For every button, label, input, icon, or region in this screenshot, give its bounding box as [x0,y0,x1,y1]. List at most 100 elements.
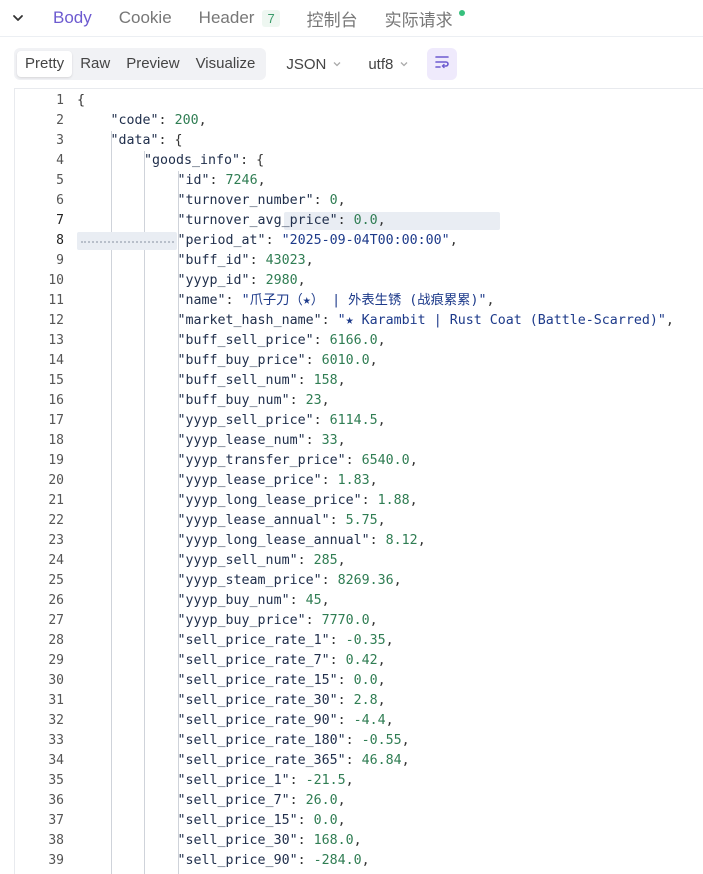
json-punct-token: : [329,653,346,668]
json-num-token: 8.12 [385,533,418,548]
json-num-token: -4.4 [353,713,386,728]
json-punct-token: , [369,353,378,368]
json-punct-token: : { [158,133,183,148]
json-key-token: "turnover_number" [177,193,314,208]
line-number: 15 [48,373,64,388]
json-punct-token: : [345,753,362,768]
json-punct-token: : [297,813,314,828]
line-number: 3 [56,133,64,148]
json-num-token: -0.55 [361,733,402,748]
json-key-token: "buff_buy_price" [177,353,306,368]
response-tab-bar: Body Cookie Header 7 控制台 实际请求 [0,0,703,37]
code-line: "buff_sell_num": 158, [178,371,346,391]
code-line: "sell_price_30": 168.0, [178,831,362,851]
code-line: "yyyp_lease_price": 1.83, [178,471,378,491]
view-mode-visualize[interactable]: Visualize [195,55,256,72]
tab-cookie[interactable]: Cookie [119,0,172,36]
json-key-token: "buff_id" [177,253,250,268]
json-key-token: "sell_price_7" [177,793,290,808]
encoding-select[interactable]: utf8 [362,48,415,80]
code-line: "buff_id": 43023, [178,251,314,271]
json-key-token: "turnover_avg_price" [177,213,338,228]
view-mode-raw[interactable]: Raw [80,55,111,72]
tab-body[interactable]: Body [53,0,92,36]
json-punct-token: : [361,493,378,508]
code-line: "buff_buy_price": 6010.0, [178,351,378,371]
json-punct-token: : { [240,153,265,168]
line-number: 28 [48,633,64,648]
json-punct-token: , [417,533,426,548]
json-num-token: 0.0 [353,213,378,228]
collapse-chevron-icon[interactable] [0,0,36,36]
indent-guide [144,151,145,874]
json-punct-token: , [337,813,346,828]
json-num-token: 1.88 [377,493,410,508]
json-num-token: 200 [174,113,199,128]
json-key-token: "sell_price_rate_15" [177,673,338,688]
json-punct-token: , [665,313,674,328]
tab-actual-request-label: 实际请求 [384,10,453,30]
json-key-token: "buff_sell_num" [177,373,298,388]
json-punct-token: : [297,373,314,388]
code-line: "sell_price_90": -284.0, [178,851,370,871]
response-toolbar: Pretty Raw Preview Visualize JSON utf8 [14,46,458,82]
json-punct-token: , [393,573,402,588]
json-punct-token: , [377,513,386,528]
code-line: "sell_price_rate_180": -0.55, [178,731,410,751]
code-line: "yyyp_id": 2980, [178,271,306,291]
view-mode-switch: Pretty Raw Preview Visualize [14,48,267,80]
whitespace-dots [81,241,174,243]
line-number: 33 [48,733,64,748]
line-number: 38 [48,833,64,848]
json-num-token: 43023 [265,253,306,268]
json-punct-token: , [409,453,418,468]
json-punct-token: : [265,233,282,248]
json-punct-token: : [297,833,314,848]
view-mode-preview[interactable]: Preview [126,55,180,72]
tab-actual-request[interactable]: 实际请求 [385,0,465,36]
json-punct-token: , [486,293,495,308]
line-number: 36 [48,793,64,808]
line-number: 18 [48,433,64,448]
status-dot-icon [458,10,465,16]
tab-console[interactable]: 控制台 [307,0,358,36]
code-area[interactable]: {"code": 200,"data": {"goods_info": {"id… [77,89,703,874]
json-punct-token: , [377,333,386,348]
word-wrap-button[interactable] [427,48,458,80]
line-number: 25 [48,573,64,588]
tab-header[interactable]: Header 7 [199,0,280,36]
json-num-token: 168.0 [313,833,354,848]
json-punct-token: , [377,673,386,688]
json-num-token: 0.42 [345,653,378,668]
code-line: "sell_price_1": -21.5, [178,771,354,791]
code-line: "market_hash_name": "★ Karambit | Rust C… [178,311,674,331]
code-line: "goods_info": { [144,151,264,171]
line-number: 12 [48,313,64,328]
json-str-token: "爪子刀（★） | 外表生锈 (战痕累累)" [241,293,487,308]
json-punct-token: : [289,393,306,408]
json-key-token: "sell_price_rate_180" [177,733,346,748]
line-number: 29 [48,653,64,668]
json-punct-token: : [321,573,338,588]
json-punct-token: , [361,853,370,868]
json-num-token: 5.75 [345,513,378,528]
json-key-token: "goods_info" [144,153,241,168]
selection-highlight [283,212,500,230]
json-punct-token: , [305,253,314,268]
json-punct-token: , [401,753,410,768]
code-line: "sell_price_rate_90": -4.4, [178,711,394,731]
line-number: 13 [48,333,64,348]
chevron-down-icon [332,56,342,73]
json-num-token: 0 [329,193,338,208]
view-mode-pretty[interactable]: Pretty [17,51,73,77]
json-str-token: "★ Karambit | Rust Coat (Battle-Scarred)… [337,313,666,328]
chevron-down-icon [399,56,409,73]
json-key-token: "sell_price_rate_90" [177,713,338,728]
json-key-token: "sell_price_15" [177,813,298,828]
code-line: "turnover_number": 0, [178,191,346,211]
json-punct-token: : [337,213,354,228]
format-select[interactable]: JSON [280,48,348,80]
json-punct-token: , [353,833,362,848]
json-punct-token: : [305,613,322,628]
